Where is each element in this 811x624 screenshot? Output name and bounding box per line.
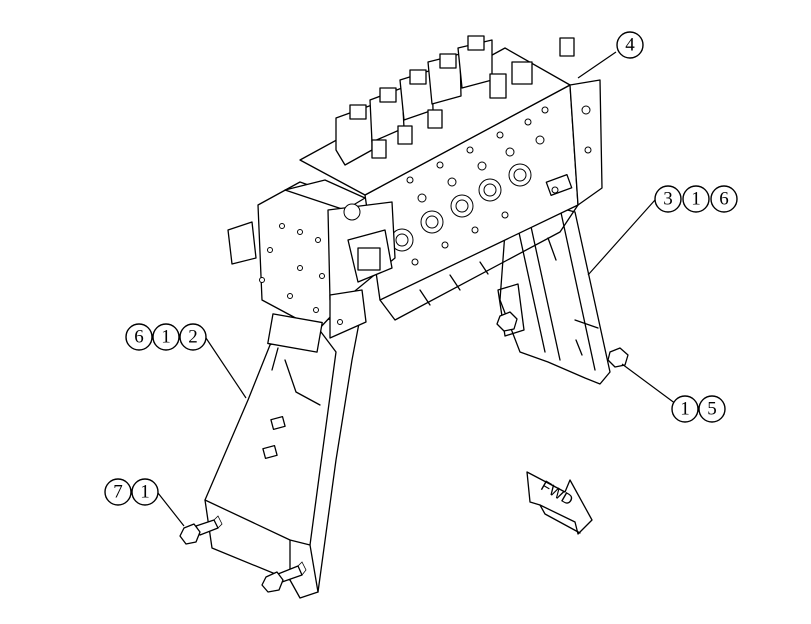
- valve-end-housing: [227, 179, 396, 353]
- control-valve-assembly: [227, 35, 603, 353]
- callout-digit: 4: [625, 35, 635, 56]
- callout-digit: 1: [680, 399, 690, 420]
- callout-digit: 7: [113, 482, 123, 503]
- callout-digit: 6: [719, 189, 729, 210]
- right-bracket-nut-right: [607, 347, 629, 368]
- left-mounting-bracket: [204, 317, 361, 599]
- callout-digit: 6: [134, 327, 144, 348]
- callout-612: 6 1 2: [125, 323, 207, 351]
- leader-lines: [157, 51, 677, 527]
- bracket-bolt-lower: [261, 561, 307, 593]
- valve-ports: [390, 105, 592, 266]
- callout-15: 1 5: [671, 395, 726, 423]
- right-bracket-nut-left: [496, 311, 518, 332]
- callout-4: 4: [616, 31, 644, 59]
- callout-digit: 1: [691, 189, 701, 210]
- callout-71: 7 1: [104, 478, 159, 506]
- callout-digit: 5: [707, 399, 717, 420]
- forward-direction-arrow: FWD: [526, 471, 593, 535]
- callout-digit: 1: [140, 482, 150, 503]
- callout-316: 3 1 6: [654, 185, 738, 213]
- callout-digit: 3: [663, 189, 673, 210]
- bracket-bolt-upper: [179, 515, 223, 545]
- valve-spool-caps: [335, 35, 575, 166]
- callout-digit: 2: [188, 327, 198, 348]
- callout-digit: 1: [161, 327, 171, 348]
